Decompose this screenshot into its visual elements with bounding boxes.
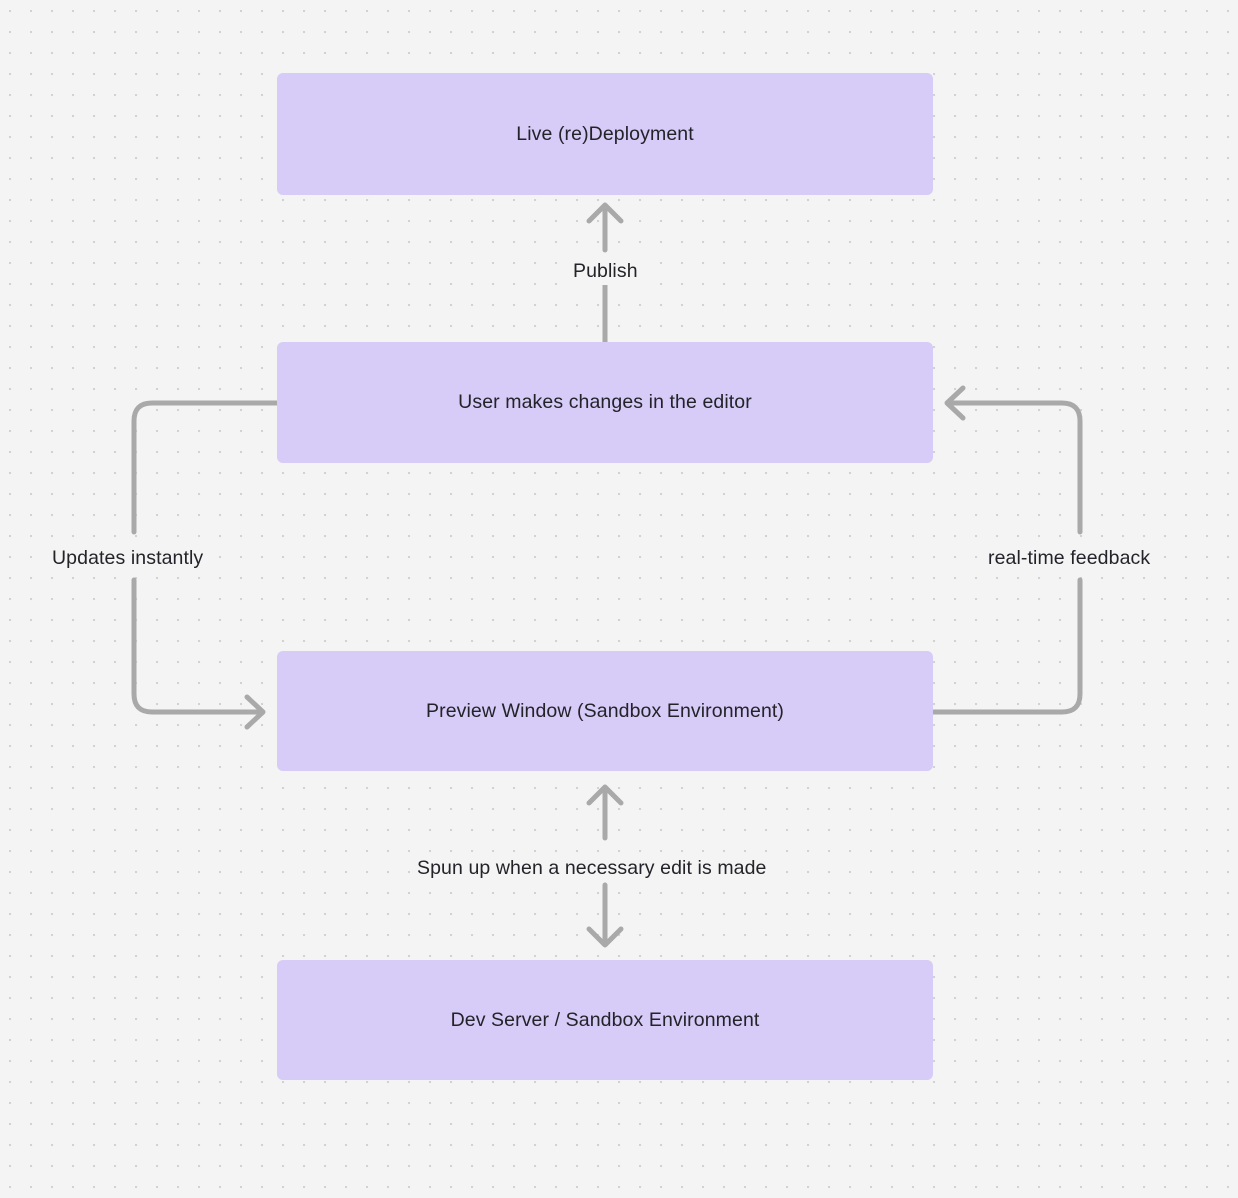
- node-label: Live (re)Deployment: [516, 122, 694, 145]
- edge-label-spun-up: Spun up when a necessary edit is made: [410, 855, 774, 883]
- node-label: Dev Server / Sandbox Environment: [450, 1008, 760, 1031]
- node-user-makes-changes[interactable]: User makes changes in the editor: [277, 342, 933, 463]
- node-preview-window[interactable]: Preview Window (Sandbox Environment): [277, 651, 933, 771]
- edge-label-publish: Publish: [566, 258, 645, 286]
- node-dev-server[interactable]: Dev Server / Sandbox Environment: [277, 960, 933, 1080]
- edge-label-updates-instantly: Updates instantly: [45, 545, 211, 573]
- node-live-redeployment[interactable]: Live (re)Deployment: [277, 73, 933, 195]
- node-label: User makes changes in the editor: [458, 391, 752, 414]
- edge-label-real-time-feedback: real-time feedback: [981, 545, 1158, 573]
- node-label: Preview Window (Sandbox Environment): [426, 699, 784, 722]
